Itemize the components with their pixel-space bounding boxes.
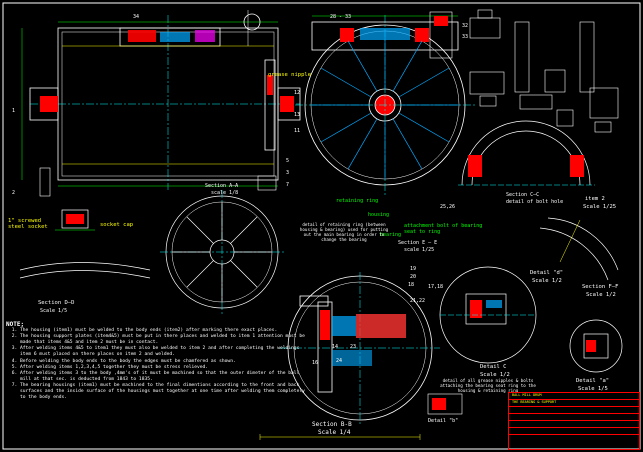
spoke-line xyxy=(347,40,378,92)
dim-label: 20 xyxy=(410,274,417,280)
section-bb-view xyxy=(280,272,440,425)
spoke-line xyxy=(392,118,423,170)
section-bb-scale: Scale 1/4 xyxy=(318,429,351,436)
note-item: The housing support plates (item4&5) mus… xyxy=(20,334,306,346)
title-block-row xyxy=(509,414,639,421)
section-ff-scale: Scale 1/2 xyxy=(586,292,616,298)
bolt-hole-label: detail of bolt hole xyxy=(506,199,564,205)
dim-label: 17,18 xyxy=(428,284,444,290)
section-ff-title: Section F—F xyxy=(582,284,619,290)
dim-label: 2 xyxy=(12,190,16,196)
spoke-line xyxy=(398,67,450,98)
title-block-row xyxy=(509,428,639,435)
dim-label: 5 xyxy=(286,158,290,164)
grease-detail-note: detail of all grease nipples & bolts att… xyxy=(440,378,536,393)
note-item: After welding items 4&5 to item1 they mu… xyxy=(20,346,306,358)
dim-label: 11 xyxy=(294,128,301,134)
dim-label: 13 xyxy=(294,112,301,118)
item2-scale: Scale 1/25 xyxy=(583,204,617,210)
detail-b-title: Detail "b" xyxy=(428,418,459,424)
title-block-row xyxy=(509,421,639,428)
spoke-line xyxy=(230,216,258,244)
dim-label: 23 xyxy=(350,344,357,350)
retaining-ring-note: detail of retaining ring (between housin… xyxy=(299,222,389,242)
title-block-row xyxy=(509,407,639,414)
spoke-line xyxy=(347,118,378,170)
spoke-line xyxy=(186,216,214,244)
detail-a-title: Detail "a" xyxy=(576,378,610,384)
section-aa-scale: scale 1/8 xyxy=(211,190,239,196)
attachment-bolt-label: attachment bolt of bearing seat to ring xyxy=(404,223,483,235)
dim-label: 32 xyxy=(462,23,469,29)
dim-label: 19 xyxy=(410,266,417,272)
small-parts-details xyxy=(429,9,619,133)
section-bb-title: Section B-B xyxy=(312,421,352,428)
spoke-line xyxy=(186,260,214,288)
dim-label: 25,26 xyxy=(440,204,456,210)
scale-bar xyxy=(259,434,421,440)
title-block-row: BALL MILL DRUM xyxy=(509,393,639,400)
detail-d-scale: Scale 1/2 xyxy=(532,278,562,284)
dim-label: 12 xyxy=(294,90,301,96)
section-ee-scale: scale 1/25 xyxy=(404,247,435,253)
dim-label: 34 xyxy=(133,14,140,20)
detail-b-view xyxy=(39,167,463,415)
section-dd-title: Section D—D xyxy=(38,300,75,306)
detail-c-title: Detail C xyxy=(480,364,507,370)
detail-d-title: Detail "d" xyxy=(530,270,564,276)
dim-label: 14 xyxy=(332,344,339,350)
dim-label: 7 xyxy=(286,182,290,188)
note-item: After welding items 1,2,3,4,5 together t… xyxy=(20,365,306,371)
title-block: BALL MILL DRUM THE BEARING & SUPPORT xyxy=(508,392,640,450)
socket-cap-label: socket cap xyxy=(100,222,134,228)
note-item: After welding items 3 to the body ,4mm's… xyxy=(20,371,306,383)
title-block-row: THE BEARING & SUPPORT xyxy=(509,400,639,407)
section-ee-title: Section E — E xyxy=(398,240,438,246)
section-dd-scale: Scale 1/5 xyxy=(40,308,68,314)
dim-label: 24 xyxy=(336,358,343,364)
notes-block: NOTE; The housing (item1) must be welded… xyxy=(6,321,306,401)
section-cc-view xyxy=(458,120,595,186)
bearing-label: bearing xyxy=(380,232,402,238)
dim-label: 18 xyxy=(408,282,415,288)
spoke-line xyxy=(392,40,423,92)
spoke-line xyxy=(320,67,372,98)
dim-label: 28 - 33 xyxy=(330,14,352,20)
detail-a-view xyxy=(569,319,623,373)
dim-label: 33 xyxy=(462,34,469,40)
item2-view xyxy=(539,217,619,281)
dim-label: 1 xyxy=(12,108,16,114)
spoke-line xyxy=(320,112,372,143)
section-dd-spokes xyxy=(172,202,272,302)
detail-c-view xyxy=(439,266,537,364)
section-aa-title: Section A—A xyxy=(205,183,239,189)
note-item: Before welding the body ends to the body… xyxy=(20,359,306,365)
section-aa-view xyxy=(21,10,301,190)
dim-label: 16 xyxy=(312,360,319,366)
spoke-line xyxy=(398,112,450,143)
spoke-line xyxy=(230,260,258,288)
socket-detail xyxy=(19,209,151,279)
grease-nipple-label: grease nipple xyxy=(268,72,312,78)
note-item: The housing (item1) must be welded to th… xyxy=(20,328,306,334)
housing-label: housing xyxy=(368,212,390,218)
wheel-spokes xyxy=(311,31,459,179)
detail-c-scale: Scale 1/2 xyxy=(480,372,510,378)
dim-label: 21,22 xyxy=(410,298,426,304)
retaining-ring-label: retaining ring xyxy=(336,198,379,204)
dim-label: 3 xyxy=(286,170,290,176)
section-cc-title: Section C—C xyxy=(506,192,540,198)
item2-title: item 2 xyxy=(585,196,605,202)
detail-a-scale: Scale 1/5 xyxy=(578,386,608,392)
screwed-socket-label: 1" screwed steel socket xyxy=(8,218,48,230)
note-item: The bearing housings (item1) must be mac… xyxy=(20,383,306,401)
notes-title: NOTE; xyxy=(6,321,25,328)
